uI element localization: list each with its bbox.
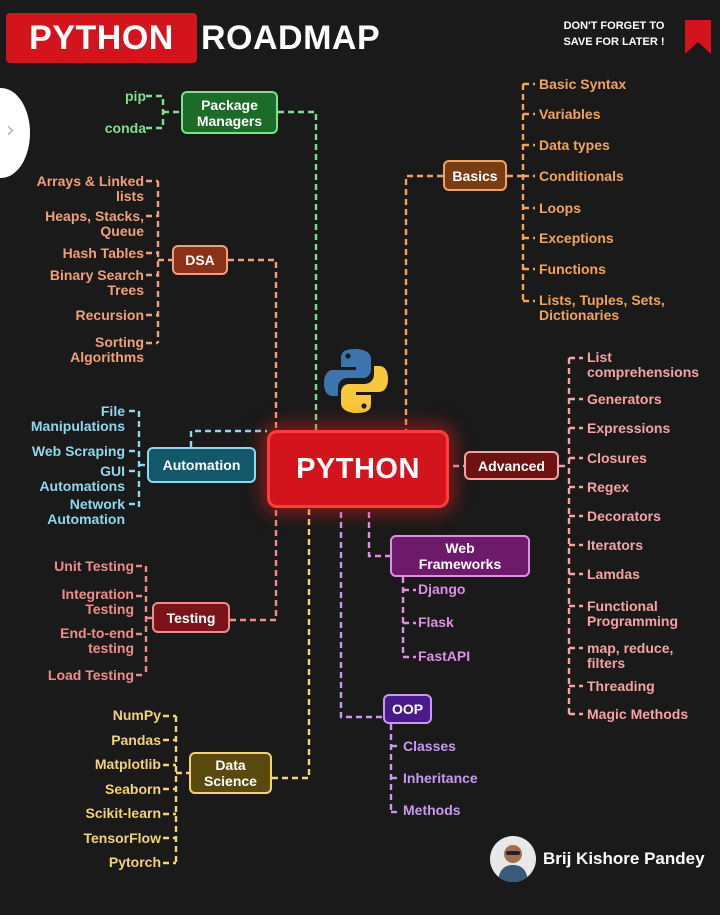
data-science-trunk bbox=[272, 502, 311, 780]
testing-node: Testing bbox=[152, 602, 230, 633]
inheritance-leaf: Inheritance bbox=[403, 770, 478, 786]
lists-tuples-leaf: Lists, Tuples, Sets, Dictionaries bbox=[539, 292, 665, 323]
basics-node: Basics bbox=[443, 160, 507, 191]
title-roadmap: ROADMAP bbox=[201, 19, 381, 57]
web-trunk bbox=[367, 502, 390, 558]
dsa-trunk bbox=[228, 258, 278, 430]
data-types-leaf: Data types bbox=[539, 137, 610, 153]
title-python: PYTHON bbox=[6, 13, 197, 63]
automation-trunk bbox=[189, 429, 267, 447]
pandas-leaf: Pandas bbox=[111, 732, 161, 748]
automation-node: Automation bbox=[147, 447, 256, 483]
gui-automations-leaf: GUI Automations bbox=[39, 463, 125, 494]
conda-leaf: conda bbox=[104, 120, 146, 136]
recursion-leaf: Recursion bbox=[75, 307, 144, 323]
list-comprehensions-leaf: List comprehensions bbox=[587, 349, 700, 380]
pytorch-leaf: Pytorch bbox=[108, 854, 161, 870]
classes-leaf: Classes bbox=[403, 738, 456, 754]
python-center-node: PYTHON bbox=[267, 430, 449, 508]
end-to-end-leaf: End-to-end testing bbox=[60, 625, 134, 656]
oop-node: OOP bbox=[383, 694, 432, 724]
heaps-leaf: Heaps, Stacks, Queue bbox=[45, 208, 144, 239]
functional-programming-leaf: Functional Programming bbox=[587, 598, 679, 629]
unit-testing-leaf: Unit Testing bbox=[54, 558, 134, 574]
matplotlib-leaf: Matplotlib bbox=[94, 756, 161, 772]
map-reduce-leaf: map, reduce, filters bbox=[587, 640, 674, 671]
file-manipulations-leaf: File Manipulations bbox=[30, 403, 125, 434]
methods-leaf: Methods bbox=[403, 802, 461, 818]
integration-testing-leaf: Integration Testing bbox=[61, 586, 134, 617]
load-testing-leaf: Load Testing bbox=[47, 667, 134, 683]
sorting-leaf: Sorting Algorithms bbox=[70, 334, 144, 365]
threading-leaf: Threading bbox=[587, 678, 655, 694]
data-science-node: Data Science bbox=[189, 752, 272, 794]
package-leaves-bracket bbox=[146, 94, 165, 130]
generators-leaf: Generators bbox=[587, 391, 662, 407]
conditionals-leaf: Conditionals bbox=[539, 168, 624, 184]
django-leaf: Django bbox=[418, 581, 466, 597]
author-avatar bbox=[490, 836, 536, 882]
closures-leaf: Closures bbox=[587, 450, 647, 466]
expressions-leaf: Expressions bbox=[587, 420, 671, 436]
network-automation-leaf: Network Automation bbox=[47, 496, 125, 527]
magic-methods-leaf: Magic Methods bbox=[587, 706, 689, 722]
package-managers-trunk bbox=[278, 110, 318, 430]
numpy-leaf: NumPy bbox=[112, 707, 161, 723]
decorators-leaf: Decorators bbox=[587, 508, 661, 524]
iterators-leaf: Iterators bbox=[587, 537, 644, 553]
bst-leaf: Binary Search Trees bbox=[49, 267, 144, 298]
basics-trunk bbox=[404, 174, 443, 430]
arrays-leaf: Arrays & Linked lists bbox=[36, 173, 144, 204]
flask-leaf: Flask bbox=[418, 614, 454, 630]
hash-tables-leaf: Hash Tables bbox=[62, 245, 144, 261]
bookmark-icon[interactable] bbox=[685, 20, 711, 54]
regex-leaf: Regex bbox=[587, 479, 630, 495]
oop-trunk bbox=[339, 502, 383, 719]
dsa-node: DSA bbox=[172, 245, 228, 275]
pip-leaf: pip bbox=[125, 88, 146, 104]
functions-leaf: Functions bbox=[539, 261, 606, 277]
fastapi-leaf: FastAPI bbox=[418, 648, 471, 664]
advanced-node: Advanced bbox=[464, 451, 559, 480]
testing-trunk bbox=[230, 502, 278, 622]
python-logo-icon bbox=[324, 349, 388, 413]
loops-leaf: Loops bbox=[539, 200, 581, 216]
scikit-learn-leaf: Scikit-learn bbox=[85, 805, 161, 821]
save-note: DON'T FORGET TO SAVE FOR LATER ! bbox=[563, 20, 665, 48]
lamdas-leaf: Lamdas bbox=[587, 566, 640, 582]
author-name: Brij Kishore Pandey bbox=[543, 849, 705, 868]
chevron-right-icon[interactable]: › bbox=[6, 118, 15, 143]
exceptions-leaf: Exceptions bbox=[539, 230, 614, 246]
web-frameworks-node: Web Frameworks bbox=[390, 535, 530, 577]
web-scraping-leaf: Web Scraping bbox=[31, 443, 125, 459]
tensorflow-leaf: TensorFlow bbox=[83, 830, 161, 846]
seaborn-leaf: Seaborn bbox=[104, 781, 161, 797]
basic-syntax-leaf: Basic Syntax bbox=[539, 76, 627, 92]
variables-leaf: Variables bbox=[539, 106, 601, 122]
package-managers-node: Package Managers bbox=[181, 91, 278, 134]
